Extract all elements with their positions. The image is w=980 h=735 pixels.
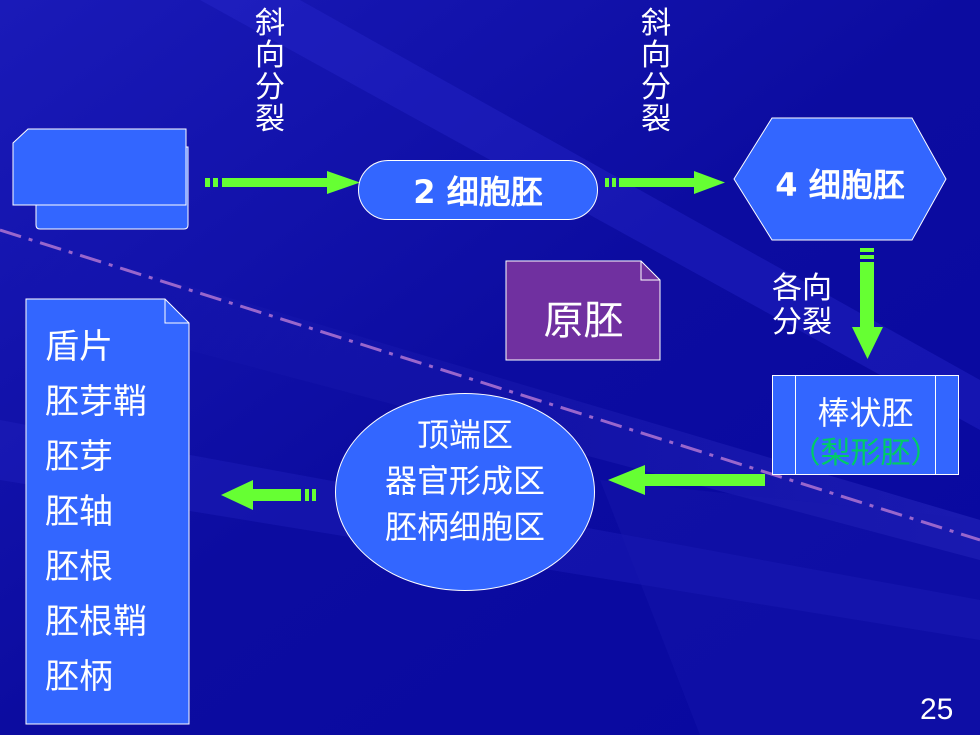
arrow-right-1 [205, 171, 360, 194]
all-direction-division-label: 各向 分裂 [772, 271, 832, 340]
arrow-left-2 [221, 480, 316, 510]
club-embryo-left-bar [795, 376, 796, 474]
dashed-divider [0, 228, 980, 542]
origin-cell-shape [12, 128, 189, 230]
regions-ellipse [335, 393, 595, 591]
proembryo-label: 原胚 [543, 298, 624, 344]
proembryo-shape [505, 260, 661, 361]
parts-list: 盾片 胚芽鞘 胚芽 胚轴 胚根 胚根鞘 胚柄 [45, 327, 147, 697]
arrow-right-2 [605, 171, 725, 194]
regions-label: 顶端区 器官形成区 胚柄细胞区 [384, 416, 545, 546]
club-embryo-box: 棒状胚 （梨形胚） [772, 375, 959, 475]
oblique-division-label-1: 斜 向 分 裂 [255, 6, 285, 137]
arrow-left-1 [608, 465, 765, 495]
parts-box-shape [25, 298, 190, 725]
four-cell-embryo-label: 4 细胞胚 [775, 166, 905, 204]
arrow-down [852, 248, 883, 359]
two-cell-embryo-label: 2 细胞胚 [413, 173, 543, 211]
club-embryo-right-bar [935, 376, 936, 474]
page-number: 25 [920, 693, 954, 726]
pear-embryo-label: （梨形胚） [790, 436, 941, 471]
oblique-division-label-2: 斜 向 分 裂 [641, 6, 671, 137]
club-embryo-label: 棒状胚 [817, 394, 914, 432]
two-cell-embryo: 2 细胞胚 [358, 160, 598, 220]
four-cell-embryo-shape [733, 117, 947, 241]
